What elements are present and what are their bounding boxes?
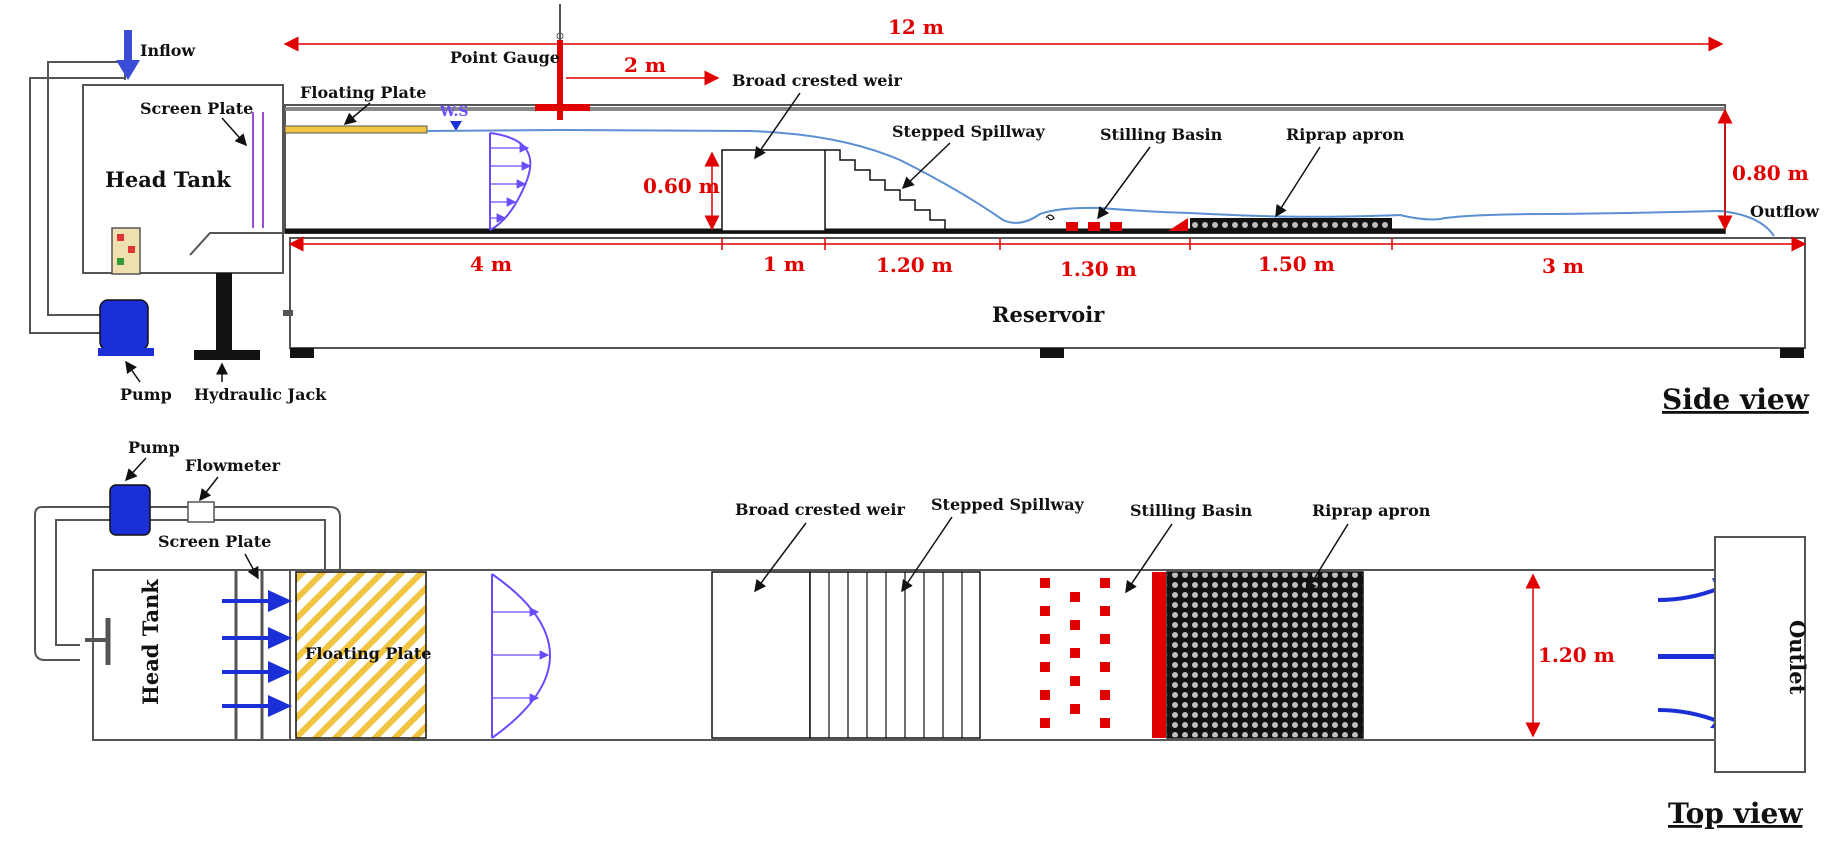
top-broad-crested-weir-label: Broad crested weir <box>735 500 905 519</box>
top-stepped-spillway-label: Stepped Spillway <box>931 495 1085 514</box>
top-screen-plate-label: Screen Plate <box>158 532 271 551</box>
flowmeter-icon <box>187 501 215 523</box>
inflow-arrow <box>124 30 132 62</box>
top-pipe-outer <box>34 506 120 661</box>
top-end-sill <box>1152 572 1166 738</box>
top-dim-width-label: 1.20 m <box>1538 643 1615 667</box>
dim-flume-height-label: 0.80 m <box>1732 161 1809 185</box>
side-view-title: Side view <box>1662 383 1810 416</box>
dim-d4: 4 m <box>470 252 512 276</box>
top-pump-icon <box>109 484 151 536</box>
basin-block <box>1066 222 1078 231</box>
stilling-basin-label: Stilling Basin <box>1100 125 1223 144</box>
point-gauge <box>557 40 563 120</box>
top-floating-plate <box>295 571 427 739</box>
dim-d130: 1.30 m <box>1060 257 1137 281</box>
dim-d1: 1 m <box>763 252 805 276</box>
basin-block <box>1110 222 1122 231</box>
dim-gauge-label: 2 m <box>624 53 666 77</box>
dim-d150: 1.50 m <box>1258 252 1335 276</box>
reservoir-label: Reservoir <box>992 302 1105 327</box>
stepped-spillway <box>825 149 1000 231</box>
ws-marker-icon <box>450 121 462 131</box>
control-box <box>111 227 141 275</box>
ws-label: W.S <box>439 104 469 120</box>
hydraulic-jack-label: Hydraulic Jack <box>194 385 327 404</box>
inflow-arrowhead <box>116 60 140 80</box>
top-inflow-arrows <box>222 590 292 717</box>
riprap-apron-label: Riprap apron <box>1286 125 1405 144</box>
dim-d3: 3 m <box>1542 254 1584 278</box>
inflow-label: Inflow <box>140 41 196 60</box>
return-pipe-inner <box>47 61 125 316</box>
top-stilling-basin-label: Stilling Basin <box>1130 501 1253 520</box>
top-view-title: Top view <box>1668 797 1803 830</box>
top-broad-crested-weir <box>711 571 811 739</box>
end-sill <box>1168 218 1188 231</box>
top-velocity-profile <box>491 573 551 739</box>
floating-plate-label: Floating Plate <box>300 83 426 102</box>
broad-crested-weir-label: Broad crested weir <box>732 71 902 90</box>
top-outlet-label: Outlet <box>1785 620 1810 695</box>
top-head-tank-label: Head Tank <box>138 579 163 705</box>
dim-total-label: 12 m <box>888 15 944 39</box>
riprap-apron <box>1190 218 1392 231</box>
return-pipe <box>29 77 125 334</box>
top-stepped-spillway <box>809 571 981 739</box>
outflow-label: Outflow <box>1750 202 1820 221</box>
floating-plate <box>284 125 428 134</box>
side-view: Inflow Head Tank Screen Plate Pump Hydra… <box>29 4 1820 416</box>
water-surface <box>426 128 1775 237</box>
dim-d120: 1.20 m <box>876 253 953 277</box>
stepped-spillway-label: Stepped Spillway <box>892 122 1046 141</box>
pump-icon <box>99 299 149 351</box>
screen-plate-label: Screen Plate <box>140 99 253 118</box>
basin-block <box>1088 222 1100 231</box>
top-basin-blocks <box>1040 578 1110 728</box>
top-floating-plate-label: Floating Plate <box>305 644 431 663</box>
top-riprap-apron <box>1166 571 1364 739</box>
top-pump-label: Pump <box>128 438 180 457</box>
broad-crested-weir <box>721 149 826 232</box>
pump-label: Pump <box>120 385 172 404</box>
top-view: Pump Flowmeter Head Tank Screen Plate Fl… <box>34 438 1810 830</box>
flowmeter-label: Flowmeter <box>185 456 281 475</box>
top-outlet <box>1714 536 1806 773</box>
dim-weir-height-label: 0.60 m <box>643 174 720 198</box>
head-tank-label: Head Tank <box>105 167 231 192</box>
point-gauge-label: Point Gauge <box>450 48 560 67</box>
top-riprap-apron-label: Riprap apron <box>1312 501 1431 520</box>
hydraulic-jack-icon <box>216 273 232 353</box>
